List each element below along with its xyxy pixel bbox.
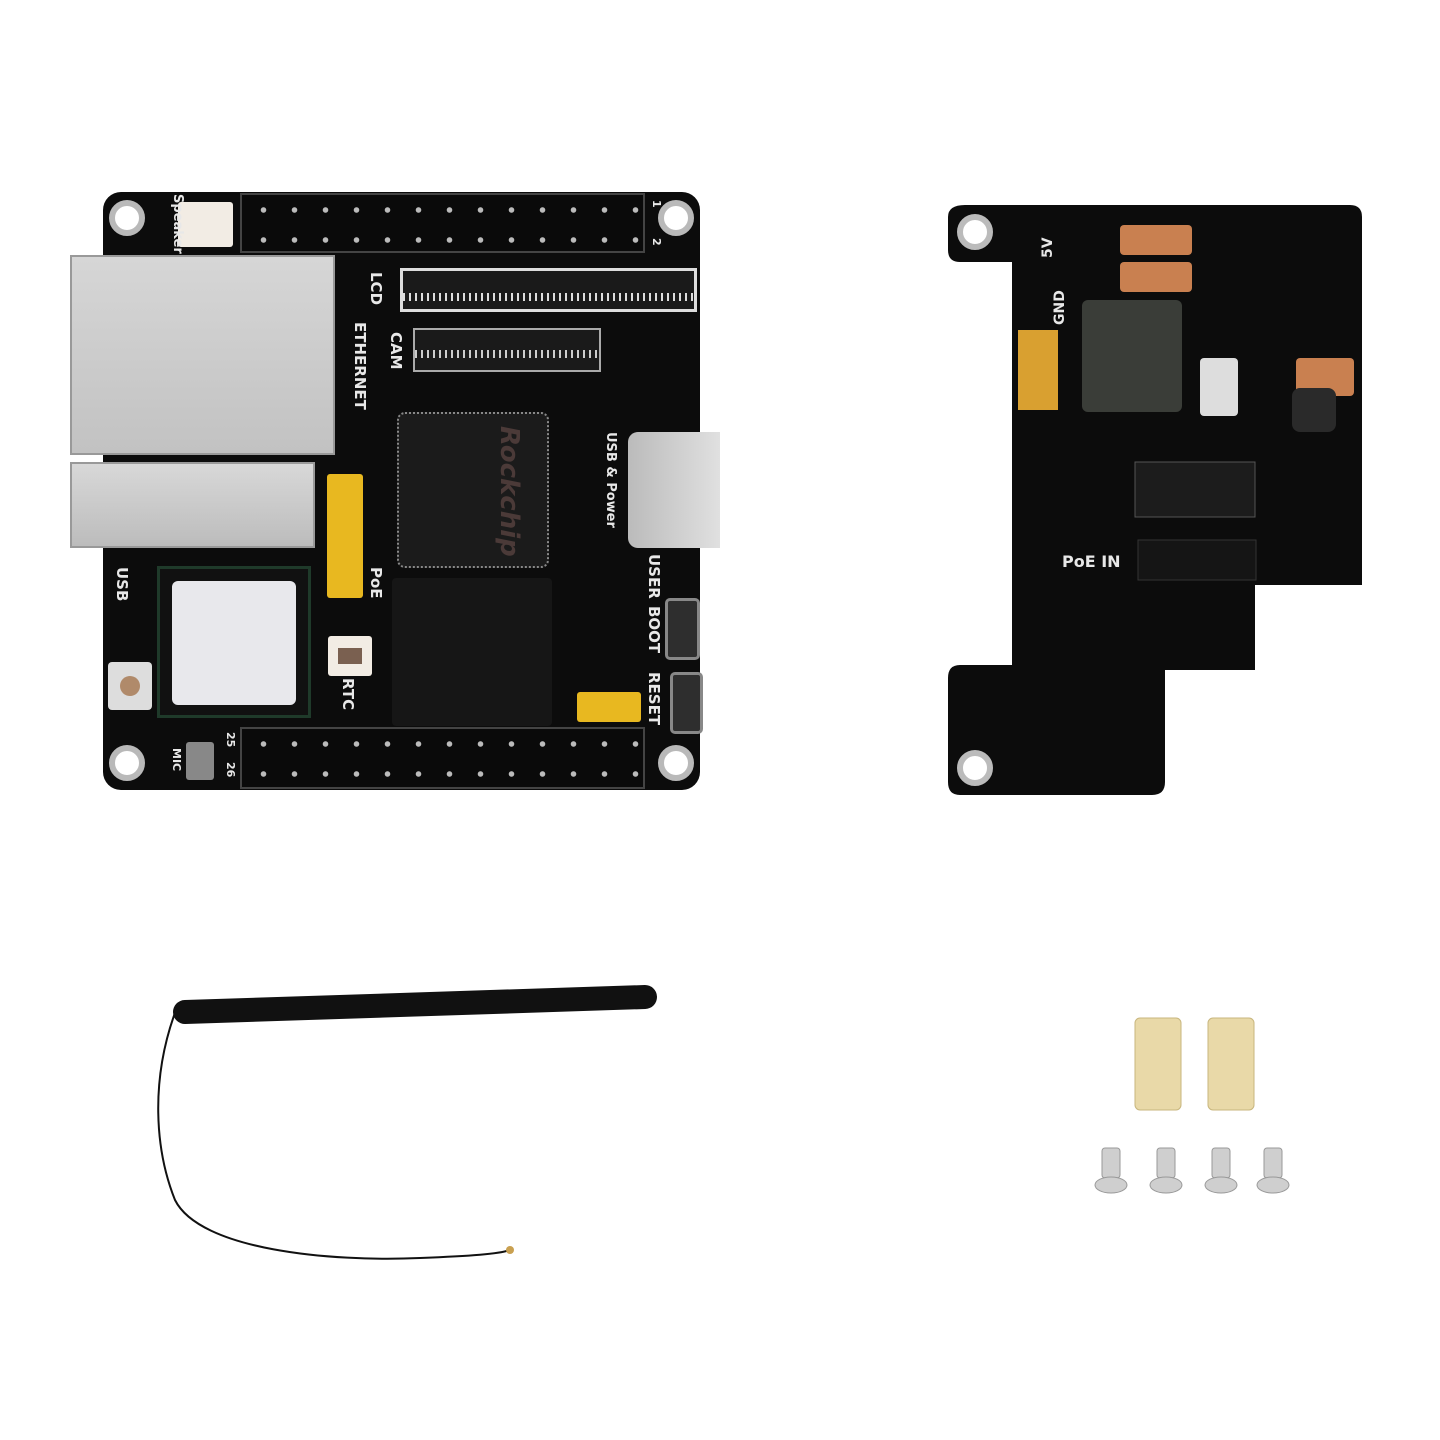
poe-pin-header: [327, 474, 363, 598]
antenna: [173, 985, 657, 1024]
gpio-header-bottom: [240, 727, 645, 789]
resistor-array: [1018, 330, 1058, 410]
rtc-connector: [328, 636, 372, 676]
screw-head: [1256, 1176, 1290, 1194]
jumper-header: [577, 692, 641, 722]
antenna-cable: [157, 1009, 511, 1260]
wifi-module: [157, 566, 311, 718]
lcd-connector: [400, 268, 697, 312]
main-board: Rockchip Speaker LCD ETHERNET CAM USB & …: [103, 192, 703, 790]
capacitor: [1120, 225, 1192, 255]
mount-hole: [109, 200, 145, 236]
reset-button: [670, 672, 703, 734]
cam-connector: [413, 328, 601, 372]
antenna-connector: [108, 662, 152, 710]
mic: [186, 742, 214, 780]
capacitor: [1120, 262, 1192, 292]
mount-hole: [957, 750, 993, 786]
capacitor: [1296, 358, 1354, 396]
bridge-rectifier: [1134, 461, 1256, 518]
speaker-connector: [178, 202, 233, 247]
mount-hole: [658, 200, 694, 236]
usb-c-port: [628, 432, 720, 548]
mount-hole: [658, 745, 694, 781]
screw: [1211, 1147, 1231, 1179]
gpio-header-top: [240, 193, 645, 253]
capacitor: [1200, 358, 1238, 416]
user-boot-button: [665, 598, 700, 660]
brass-standoff: [1134, 1017, 1182, 1111]
ethernet-port: [70, 255, 335, 455]
screw-head: [1094, 1176, 1128, 1194]
mount-hole: [109, 745, 145, 781]
screw-head: [1204, 1176, 1238, 1194]
poe-in-header: [1137, 539, 1257, 581]
screw: [1263, 1147, 1283, 1179]
screw-head: [1149, 1176, 1183, 1194]
mount-hole: [957, 214, 993, 250]
ipex-connector: [506, 1246, 514, 1254]
usb-port: [70, 462, 315, 548]
label-poe-in: PoE IN: [1062, 552, 1121, 571]
screw: [1101, 1147, 1121, 1179]
soc-chip: Rockchip: [397, 412, 549, 568]
ic: [1292, 388, 1336, 432]
screw: [1156, 1147, 1176, 1179]
memory-chip: [392, 578, 552, 726]
inductor: [1082, 300, 1182, 412]
brass-standoff: [1207, 1017, 1255, 1111]
rf-shield: [172, 581, 296, 705]
